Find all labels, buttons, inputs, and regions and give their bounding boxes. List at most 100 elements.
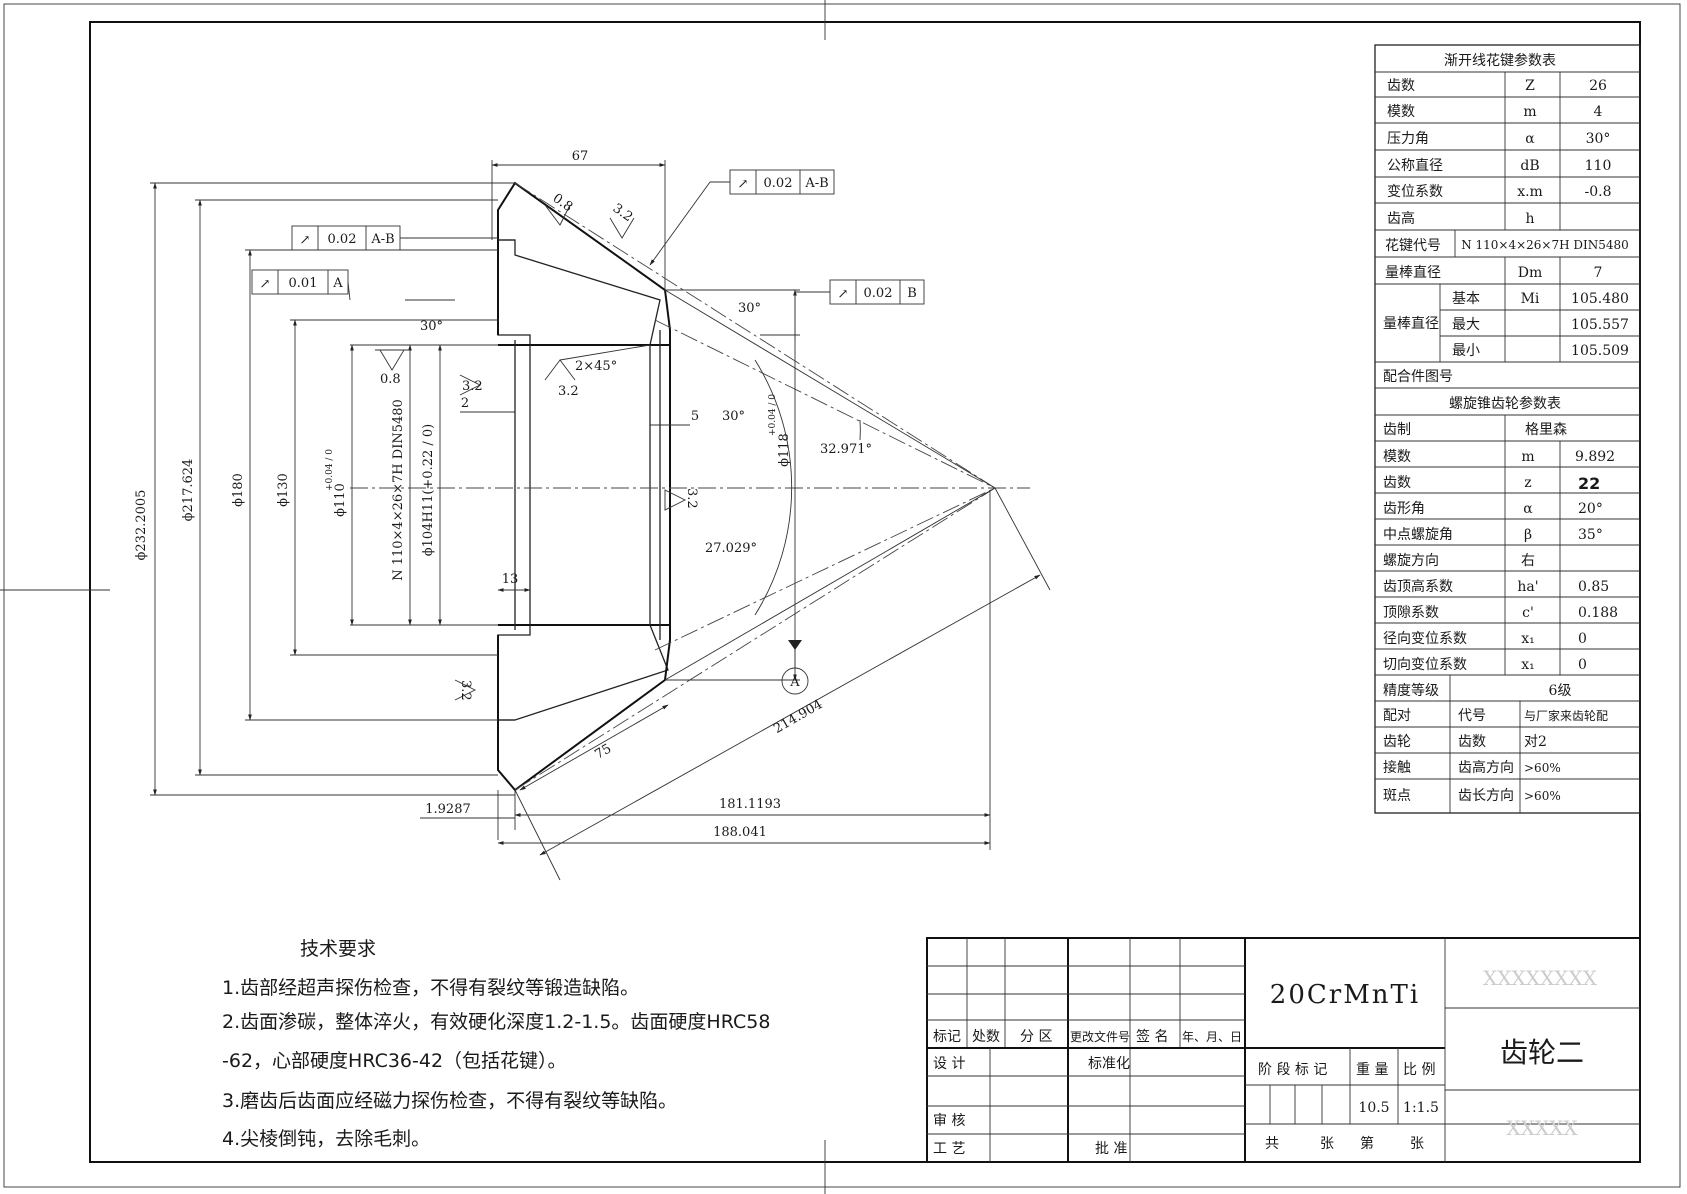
fcf-3-ref: A-B	[370, 232, 394, 247]
dim-len214: 214.904	[771, 697, 825, 737]
fcf-1-ref: A-B	[804, 176, 828, 191]
gear-row: 中点螺旋角 β 35°	[1375, 527, 1640, 546]
finish-32a: 3.2	[558, 384, 579, 399]
mate-c3: 对2	[1524, 734, 1547, 750]
mate-c2: 代号	[1458, 708, 1486, 724]
gear-row-symbol: x₁	[1521, 657, 1535, 673]
spline-row-symbol: x.m	[1517, 184, 1543, 200]
over-pins-row-symbol: Mi	[1521, 291, 1540, 307]
tb-faded-top: XXXXXXXX	[1483, 966, 1598, 990]
spline-row-label: 齿高	[1387, 210, 1415, 227]
gear-row-symbol: x₁	[1521, 631, 1535, 647]
spline-row-symbol: α	[1525, 131, 1535, 147]
gear-row-label: 齿形角	[1383, 501, 1425, 517]
mate-c3: >60%	[1524, 789, 1561, 803]
gear-table-title: 螺旋锥齿轮参数表	[1449, 395, 1561, 412]
fcf-3: ↗ 0.02 A-B	[291, 225, 498, 251]
gear-row-symbol: ha'	[1517, 579, 1538, 595]
tb-count: 处数	[972, 1029, 1000, 1045]
spline-row-label: 变位系数	[1387, 184, 1443, 200]
tb-zone: 分 区	[1020, 1029, 1052, 1045]
spline-row-label: 齿数	[1387, 78, 1415, 94]
fcf-3-tol: 0.02	[328, 232, 357, 247]
gear-row-symbol: 右	[1521, 553, 1535, 569]
tb-date: 年、月、日	[1182, 1030, 1242, 1044]
tb-weight: 重 量	[1356, 1062, 1388, 1078]
spline-parameter-table: 渐开线花键参数表 齿数 Z 26 模数 m 4 压力角 α 30° 公称直径 d…	[1374, 44, 1641, 814]
spline-row-label: 压力角	[1387, 131, 1429, 147]
dim-len2: 2	[461, 396, 469, 411]
angle-32: 32.971°	[820, 442, 872, 457]
dim-d217: ϕ217.624	[181, 459, 196, 522]
requirement-item: 3.磨齿后齿面应经磁力探伤检查，不得有裂纹等缺陷。	[222, 1090, 677, 1112]
over-pins-label: 量棒直径	[1383, 315, 1439, 332]
gear-row-value: 0.85	[1578, 579, 1609, 595]
chamfer-label: 2×45°	[575, 359, 617, 374]
tb-sheets: 张	[1320, 1136, 1334, 1152]
gear-row: 齿数 z 22	[1375, 474, 1640, 494]
fcf-2-tol: 0.01	[289, 276, 318, 291]
gear-row-symbol: c'	[1522, 605, 1534, 621]
gear-row-label: 模数	[1383, 449, 1411, 465]
fcf-2: ↗ 0.01 A	[251, 269, 351, 301]
spline-row: 齿高 h	[1375, 210, 1640, 231]
gear-parameter-table: 螺旋锥齿轮参数表 齿制 格里森 模数 m 9.892 齿数 z 22 齿形角 α…	[1375, 395, 1640, 813]
gear-row: 径向变位系数 x₁ 0	[1375, 631, 1640, 650]
fcf-1: ↗ 0.02 A-B	[649, 169, 835, 266]
tb-scale: 比 例	[1403, 1062, 1435, 1078]
dim-len75: 75	[592, 741, 614, 762]
spline-row-symbol: h	[1525, 211, 1534, 227]
mate-c1: 配对	[1383, 708, 1411, 724]
gear-row: 模数 m 9.892	[1375, 449, 1640, 468]
tb-approve: 批 准	[1095, 1141, 1127, 1157]
angle-dimensions: 30° 30° 30° 32.971° 27.029°	[405, 299, 872, 616]
accuracy-value: 6级	[1549, 683, 1572, 699]
mate-c2: 齿数	[1458, 734, 1486, 750]
requirement-item: 4.尖棱倒钝，去除毛刺。	[222, 1128, 430, 1150]
gear-row-value: 0.188	[1578, 605, 1618, 621]
fcf-2-ref: A	[332, 276, 343, 291]
gear-row-symbol: β	[1524, 527, 1532, 543]
fcf-4-sym: ↗	[838, 287, 849, 302]
over-pins-row-value: 105.509	[1571, 343, 1629, 359]
tb-standard: 标准化	[1088, 1056, 1130, 1072]
gear-row-value: 35°	[1578, 527, 1603, 543]
spline-row-value: 110	[1585, 158, 1612, 174]
spline-code-label: 花键代号	[1385, 238, 1441, 254]
requirements-title: 技术要求	[300, 938, 376, 960]
spline-row-label: 模数	[1387, 104, 1415, 120]
gear-row-label: 齿数	[1383, 475, 1411, 491]
tb-sign: 签 名	[1136, 1028, 1168, 1045]
dim-d104: ϕ104H11(+0.22 / 0)	[421, 424, 436, 556]
angle-30a: 30°	[420, 319, 443, 334]
tb-mark: 标记	[933, 1029, 961, 1045]
technical-requirements: 技术要求 1.齿部经超声探伤检查，不得有裂纹等锻造缺陷。 2.齿面渗碳，整体淬火…	[222, 938, 770, 1150]
spline-table-title: 渐开线花键参数表	[1444, 52, 1556, 69]
angle-30b: 30°	[738, 301, 761, 316]
fcf-4-tol: 0.02	[864, 286, 893, 301]
datum-a: A	[781, 640, 809, 695]
spline-row-symbol: Z	[1525, 78, 1535, 94]
over-pins-row-value: 105.557	[1571, 317, 1629, 333]
mate-c3: >60%	[1524, 761, 1561, 775]
gear-row-value: 9.892	[1575, 449, 1615, 465]
finish-32e: 3.2	[684, 488, 699, 509]
mating-label: 配合件图号	[1383, 369, 1453, 385]
fcf-4: ↗ 0.02 B	[794, 279, 925, 340]
dim-len67: 67	[572, 149, 589, 164]
finish-32d: 3.2	[458, 680, 473, 701]
requirement-item: 1.齿部经超声探伤检查，不得有裂纹等锻造缺陷。	[222, 977, 639, 999]
dim-d118-tol: +0.04 / 0	[768, 394, 778, 436]
spline-row: 模数 m 4	[1375, 104, 1640, 124]
spline-row-value: 30°	[1586, 131, 1611, 147]
pin-dia-symbol: Dm	[1518, 265, 1543, 281]
mate-c1: 齿轮	[1383, 734, 1411, 750]
diameter-dimensions: ϕ232.2005 ϕ217.624 ϕ180 ϕ130 ϕ110 +0.04 …	[134, 182, 800, 796]
spline-row: 变位系数 x.m -0.8	[1375, 184, 1640, 204]
accuracy-label: 精度等级	[1383, 682, 1439, 699]
angle-27: 27.029°	[705, 541, 757, 556]
gear-row-label: 齿顶高系数	[1383, 578, 1453, 595]
title-block: 标记 处数 分 区 更改文件号 签 名 年、月、日 设 计 标准化 审 核 工 …	[926, 937, 1641, 1163]
gear-row: 顶隙系数 c' 0.188	[1375, 605, 1640, 624]
gear-row-symbol: α	[1523, 501, 1533, 517]
